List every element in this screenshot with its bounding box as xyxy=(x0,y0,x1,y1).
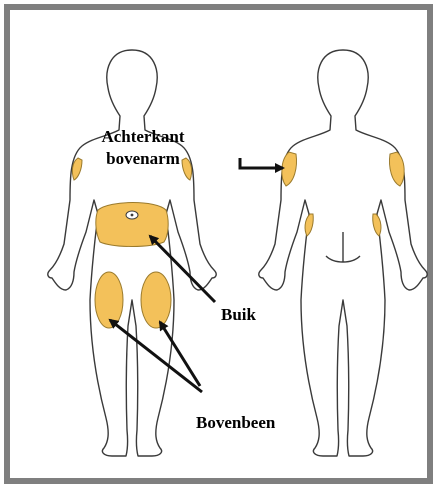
upper-arm-label-line2: bovenarm xyxy=(106,149,180,168)
right-thigh-site xyxy=(141,272,171,328)
upper-arm-label-line1: Achterkant xyxy=(101,127,184,146)
left-thigh-site xyxy=(95,272,123,328)
thigh-label: Bovenbeen xyxy=(196,413,276,432)
belly-site xyxy=(96,203,168,247)
belly-label: Buik xyxy=(221,305,257,324)
navel-dot xyxy=(131,214,134,217)
